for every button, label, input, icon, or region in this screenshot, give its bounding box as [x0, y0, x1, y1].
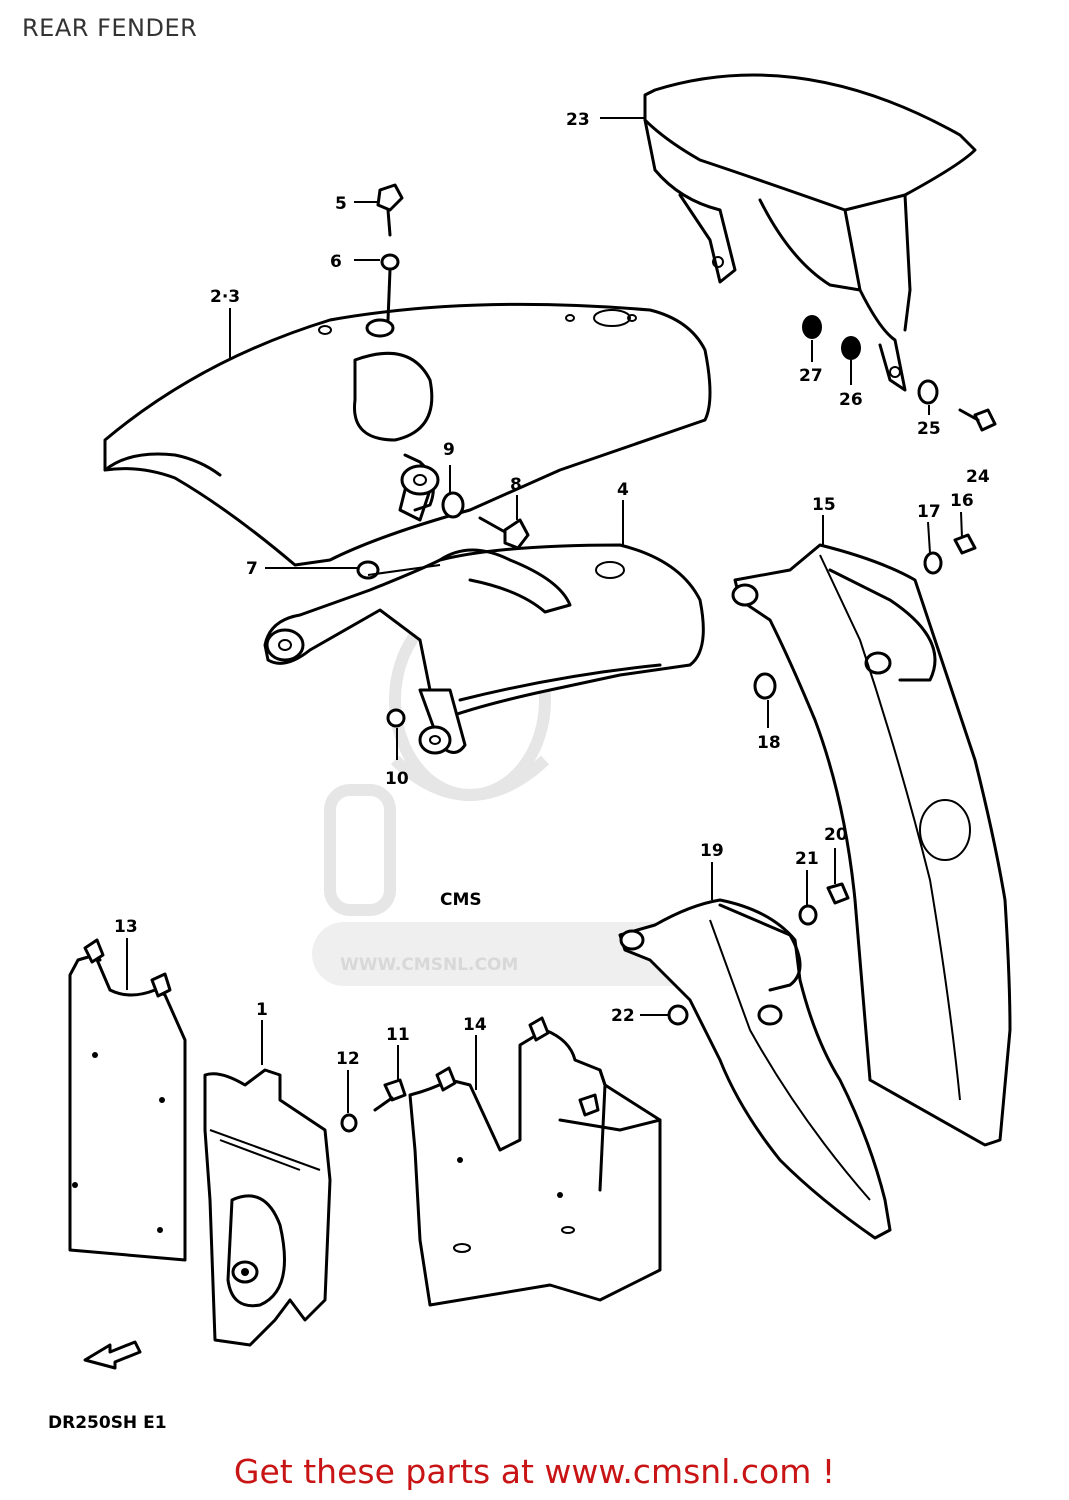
part-23-cover	[643, 73, 977, 392]
callouts: 23 5 6 2·3 27 26 25 24 9 8 4 15 17 16 7 …	[114, 110, 990, 1069]
callout-16: 16	[950, 491, 974, 511]
callout-14: 14	[463, 1015, 487, 1035]
callout-4: 4	[617, 480, 629, 500]
part-2-3-rear-fender	[103, 302, 712, 567]
callout-23: 23	[566, 110, 590, 130]
callout-12: 12	[336, 1049, 360, 1069]
callout-15: 15	[812, 495, 836, 515]
callout-21: 21	[795, 849, 819, 869]
footer-link-text[interactable]: Get these parts at www.cmsnl.com !	[233, 1452, 836, 1491]
callout-18: 18	[757, 733, 781, 753]
part-1-plate	[203, 1068, 332, 1347]
callout-17: 17	[917, 502, 941, 522]
callout-26: 26	[839, 390, 863, 410]
direction-arrow-icon	[83, 1340, 142, 1370]
part-13-mud-flap	[68, 938, 187, 1262]
callout-7: 7	[246, 559, 258, 579]
callout-27: 27	[799, 366, 823, 386]
callout-24: 24	[966, 467, 990, 487]
callout-2-3: 2·3	[210, 287, 240, 307]
page-title: REAR FENDER	[22, 14, 198, 42]
watermark-url-text: WWW.CMSNL.COM	[340, 955, 518, 975]
part-4-inner-fender	[263, 464, 705, 755]
part-14-plate	[408, 1016, 662, 1307]
callout-1: 1	[256, 1000, 268, 1020]
callout-6: 6	[330, 252, 342, 272]
callout-11: 11	[386, 1025, 410, 1045]
callout-22: 22	[611, 1006, 635, 1026]
hardware	[340, 183, 997, 1133]
callout-19: 19	[700, 841, 724, 861]
callout-5: 5	[335, 194, 347, 214]
model-code: DR250SH E1	[48, 1413, 167, 1433]
callout-20: 20	[824, 825, 848, 845]
part-19-flap	[618, 898, 892, 1240]
leader-lines	[126, 117, 963, 1113]
callout-13: 13	[114, 917, 138, 937]
callout-10: 10	[385, 769, 409, 789]
callout-8: 8	[510, 475, 522, 495]
callout-9: 9	[443, 440, 455, 460]
callout-25: 25	[917, 419, 941, 439]
watermark-logo-text: CMS	[440, 890, 482, 910]
part-15-flap	[731, 543, 1012, 1147]
